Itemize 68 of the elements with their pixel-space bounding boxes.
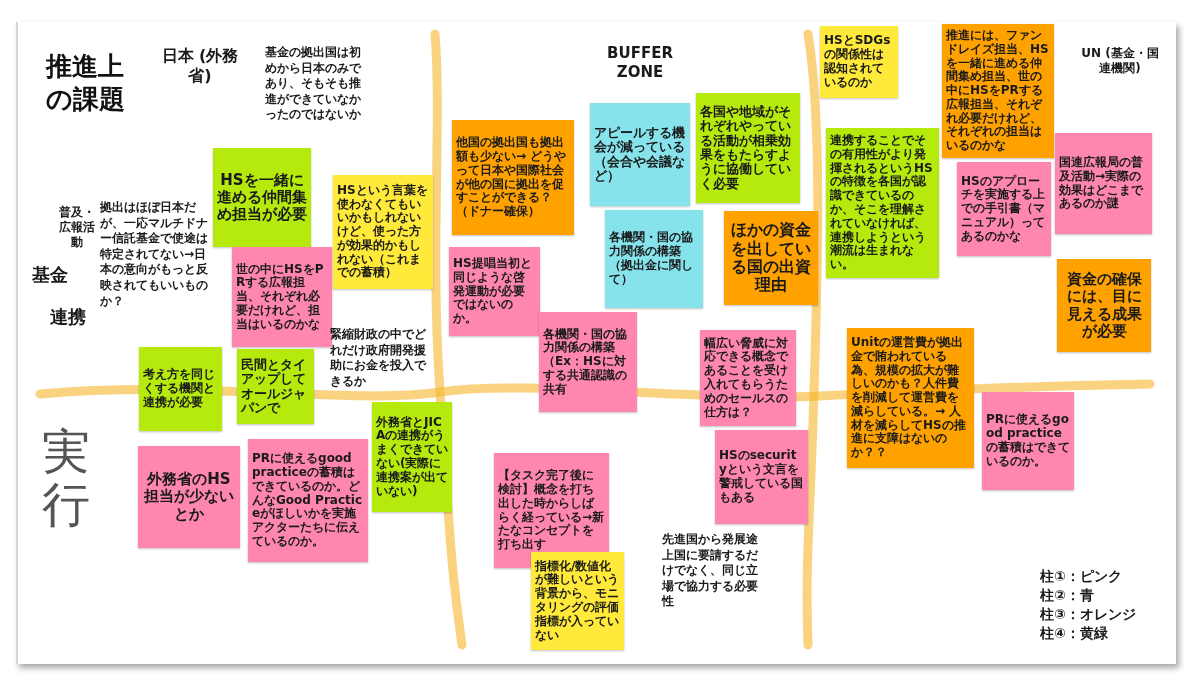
note-text: HSという言葉を使わなくてもいいかもしれないけど、使った方が効果的かもしれない（これまでの蓄積） — [337, 183, 429, 281]
note-text: 国連広報局の普及活動→実際の効果はどこまであるのか謎 — [1059, 155, 1145, 212]
column-heading: 日本 (外務省) — [160, 46, 240, 86]
column-heading: BUFFER ZONE — [606, 44, 674, 82]
sticky-note — [724, 211, 818, 305]
column-heading: UN (基金・国連機関) — [1080, 46, 1160, 76]
sticky-note — [820, 26, 898, 98]
row-heading: 連携 — [50, 306, 87, 328]
sticky-note — [213, 148, 311, 247]
note-text: 拠出はほぼ日本だが、一応マルチドナー信託基金で使途は特定されてない→日本の意向がもっと反映されてもいいものか？ — [100, 200, 209, 310]
note-text: HSとSDGsの関係性は認知されているのか — [824, 34, 892, 90]
note-text: 連携することでその有用性がより発揮されるというHSの特徴を各国が認識できているのか、そこを理解されていなければ、連携しようという潮流は生まれない。 — [830, 134, 934, 272]
note-text: 他国の拠出国も拠出額も少ない→ どうやって日本や国際社会が他の国に拠出を促すことができる？（ドナー確保） — [456, 136, 568, 219]
handwritten-text: 実行 — [42, 425, 90, 531]
note-text: PRに使えるgood practiceの蓄積はできているのか。どんなGood Practiceがほしいかを実施アクターたちに伝えているのか。 — [252, 452, 363, 549]
sticky-note — [1055, 133, 1152, 234]
note-text: 資金の確保には、目に見える成果が必要 — [1065, 271, 1143, 340]
note-text: PRに使えるgood practiceの蓄積はできているのか。 — [986, 413, 1070, 469]
sticky-note — [605, 210, 703, 308]
note-text: アピールする機会が減っている（会合や会議など） — [594, 125, 686, 184]
note-text: Unitの運営費が拠出金で賄われている為、規模の拡大が難しいのかも？人件費を削減して運営費を減らしている。→ 人材を減らしてHSの推進に支障はないのか？？ — [851, 335, 967, 461]
sticky-note — [138, 446, 240, 548]
note-text: HSを一緒に進める仲間集め担当が必要 — [217, 171, 307, 224]
note-text: 各機関・国の協力関係の構築（Ex：HSに対する共通認識の共有 — [543, 327, 628, 397]
note-text: HSのsecurityという文言を警戒している国もある — [719, 449, 804, 505]
note-text: 各機関・国の協力関係の構築（拠出金に関して） — [609, 231, 694, 287]
note-text: 外務省のHS担当が少ないとか — [143, 471, 235, 523]
sticky-note — [715, 430, 808, 524]
note-text: HSのアプローチを実施する上での手引書（マニュアル）ってあるのかな — [961, 174, 1046, 244]
row-heading: 基金 — [32, 264, 69, 286]
note-text: 外務省とJICAの連携がうまくできていない(実際に連携案が出ていない) — [376, 415, 448, 499]
sticky-note — [333, 175, 433, 289]
sticky-note — [696, 93, 800, 203]
note-text: 幅広い脅威に対応できる概念であることを受け入れてもらうためのセールスの仕方は？ — [704, 336, 790, 420]
sticky-note — [847, 328, 974, 468]
note-text: ほかの資金を出している国の出資理由 — [730, 221, 812, 295]
sticky-note — [248, 439, 368, 562]
sticky-note — [982, 392, 1074, 490]
note-text: 指標化/数値化が難しいという背景から、モニタリングの評価指標が入っていない — [535, 559, 620, 643]
sticky-note — [139, 347, 222, 431]
board-title: 推進上の課題 — [46, 50, 126, 115]
legend-text: 柱①：ピンク — [1040, 568, 1123, 585]
sticky-note — [700, 330, 796, 426]
note-text: 先進国から発展途上国に要請するだけでなく、同じ立場で協力する必要性 — [662, 532, 759, 610]
note-text: 【タスク完了後に検討】概念を打ち出した時からしばらく経っている→新たなコンセプトを打ち出す — [498, 469, 605, 552]
legend-text: 柱②：青 — [1040, 587, 1095, 604]
sticky-note — [826, 128, 939, 278]
note-text: 各国や地域がそれぞれやっている活動が相乗効果をもたらすように協働していく必要 — [700, 104, 792, 192]
note-text: 基金の拠出国は初めから日本のみであり、そもそも推進ができていなかったのではないか — [265, 45, 363, 123]
note-text: 民間とタイアップしてオールジャパンで — [241, 357, 307, 416]
legend-text: 柱④：黄緑 — [1040, 625, 1109, 642]
sticky-note — [590, 103, 690, 206]
sticky-note — [531, 552, 624, 650]
sticky-note — [452, 120, 574, 235]
note-text: 推進には、ファンドレイズ担当、HSを一緒に進める仲間集め担当、世の中にHSをPRする広報担当、それぞれ必要だけれど、それぞれの担当はいるのかな — [946, 28, 1050, 154]
note-text: 世の中にHSをPRする広報担当、それぞれ必要だけれど、担当はいるのかな — [236, 262, 325, 332]
note-text: 緊縮財政の中でどれだけ政府開発援助にお金を投入できるか — [330, 327, 428, 390]
note-text: HS提唱当初と同じような啓発運動が必要ではないのか。 — [453, 257, 533, 326]
column-heading: 普及・広報活動 — [58, 205, 96, 250]
note-text: 考え方を同じくする機関と連携が必要 — [143, 368, 216, 410]
legend-text: 柱③：オレンジ — [1040, 606, 1137, 623]
sticky-note — [539, 312, 637, 412]
sticky-note — [449, 247, 540, 336]
sticky-note — [372, 402, 452, 512]
sticky-note — [237, 349, 314, 424]
sticky-note — [232, 247, 332, 347]
sticky-note — [1057, 259, 1151, 352]
sticky-note — [957, 162, 1051, 256]
